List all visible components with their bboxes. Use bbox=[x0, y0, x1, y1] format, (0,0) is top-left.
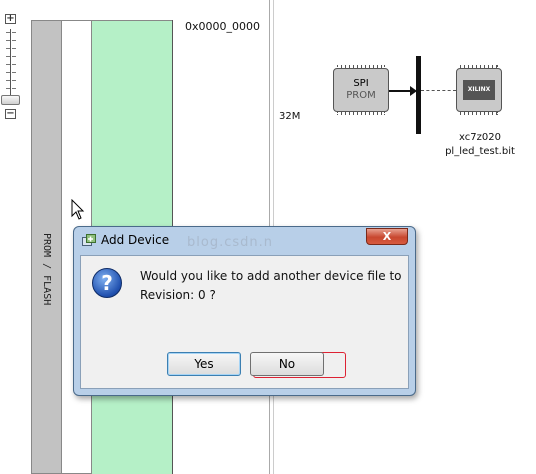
memory-column-gray bbox=[31, 20, 61, 474]
slider-tick bbox=[6, 32, 10, 33]
prom-label-line1: SPI bbox=[353, 78, 369, 89]
mouse-cursor-icon bbox=[71, 199, 85, 220]
slider-tick bbox=[12, 32, 16, 33]
slider-tick bbox=[6, 80, 10, 81]
xilinx-logo: XILINX bbox=[463, 80, 495, 100]
zoom-slider-thumb[interactable] bbox=[1, 95, 20, 105]
slider-tick bbox=[6, 48, 10, 49]
yes-button[interactable]: Yes bbox=[167, 352, 241, 376]
slider-tick bbox=[12, 72, 16, 73]
plus-icon: + bbox=[6, 13, 15, 24]
slider-tick bbox=[12, 40, 16, 41]
slider-tick bbox=[12, 56, 16, 57]
arrow-line bbox=[389, 90, 411, 92]
message-line-1: Would you like to add another device fil… bbox=[140, 269, 402, 283]
slider-tick bbox=[6, 72, 10, 73]
dialog-body: ? Would you like to add another device f… bbox=[80, 255, 409, 389]
app-icon bbox=[82, 234, 96, 246]
close-icon: X bbox=[382, 230, 392, 243]
fpga-chip[interactable]: XILINX bbox=[456, 65, 502, 115]
prom-label-line2: PROM bbox=[346, 90, 376, 101]
dialog-message: Would you like to add another device fil… bbox=[140, 267, 405, 305]
message-line-2: Revision: 0 ? bbox=[140, 288, 216, 302]
watermark: blog.csdn.n bbox=[187, 235, 273, 250]
jtag-bus-bar bbox=[416, 56, 421, 134]
zoom-out-button[interactable]: − bbox=[5, 109, 16, 119]
dialog-title: Add Device bbox=[101, 233, 170, 247]
start-address: 0x0000_0000 bbox=[185, 20, 260, 33]
zoom-slider-track[interactable] bbox=[10, 29, 11, 103]
slider-tick bbox=[12, 48, 16, 49]
minus-icon: − bbox=[6, 108, 15, 119]
arrow-head-icon bbox=[410, 86, 417, 96]
slider-tick bbox=[12, 64, 16, 65]
slider-tick bbox=[12, 80, 16, 81]
add-device-dialog: Add Device blog.csdn.n X ? Would you lik… bbox=[73, 226, 416, 396]
device-part: xc7z020 bbox=[459, 132, 501, 143]
device-file: pl_led_test.bit bbox=[445, 146, 515, 157]
device-name: xc7z020 pl_led_test.bit bbox=[440, 131, 520, 159]
no-button[interactable]: No bbox=[250, 352, 324, 376]
question-icon: ? bbox=[92, 268, 122, 298]
slider-tick bbox=[6, 56, 10, 57]
region-label: PROM / FLASH bbox=[41, 233, 52, 306]
chain-connector bbox=[421, 90, 456, 91]
slider-tick bbox=[6, 64, 10, 65]
slider-tick bbox=[6, 88, 10, 89]
close-button[interactable]: X bbox=[366, 228, 408, 245]
slider-tick bbox=[12, 88, 16, 89]
spi-prom-chip[interactable]: SPI PROM bbox=[333, 65, 389, 115]
zoom-in-button[interactable]: + bbox=[5, 14, 16, 24]
size-label: 32M bbox=[279, 111, 301, 122]
slider-tick bbox=[6, 40, 10, 41]
